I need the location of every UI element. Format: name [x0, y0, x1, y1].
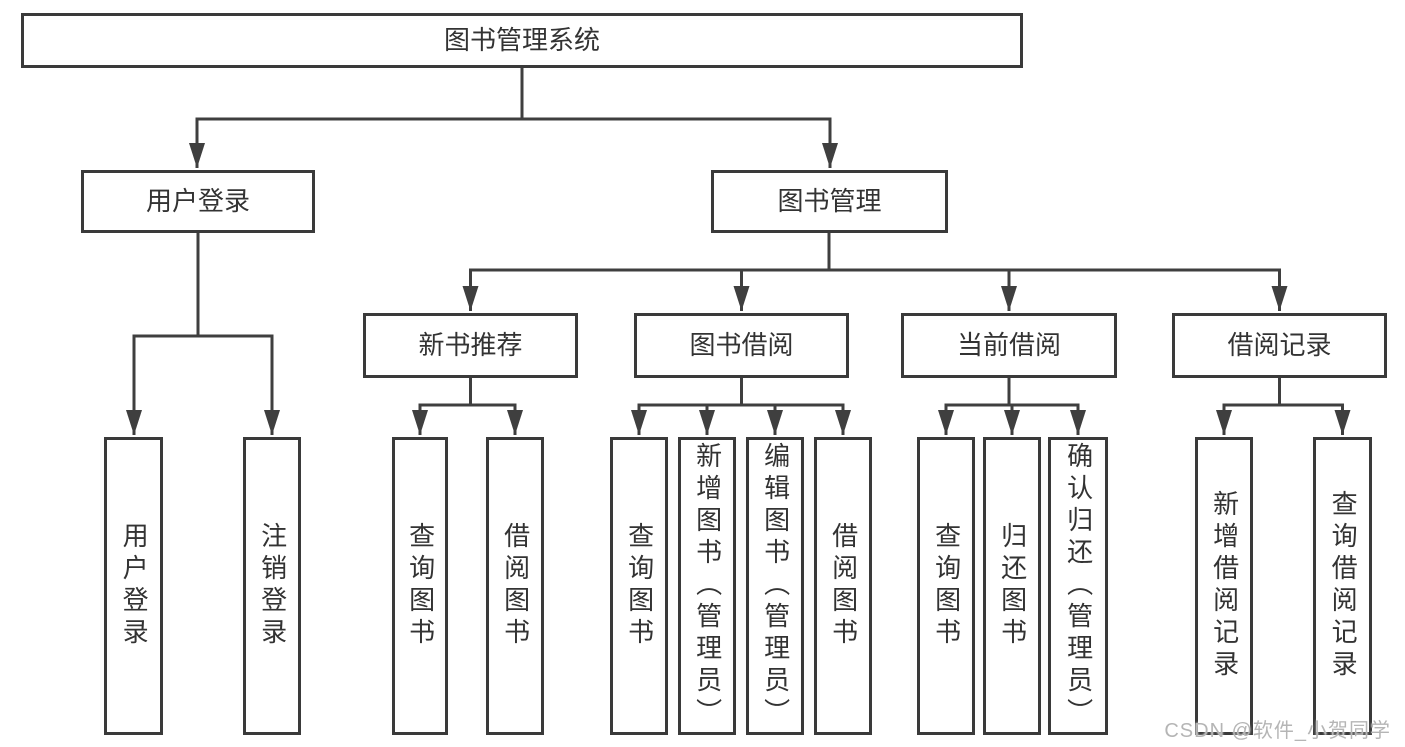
leaf-query-books-3: 查询图书 — [917, 437, 975, 735]
node-book-borrowing: 图书借阅 — [634, 313, 849, 378]
leaf-edit-books-admin: 编辑图书（管理员） — [746, 437, 804, 735]
leaf-borrow-books-1: 借阅图书 — [486, 437, 544, 735]
node-new-book-recommendation: 新书推荐 — [363, 313, 578, 378]
leaf-query-books-2: 查询图书 — [610, 437, 668, 735]
leaf-logout: 注销登录 — [243, 437, 301, 735]
leaf-add-books-admin: 新增图书（管理员） — [678, 437, 736, 735]
node-current-borrowing: 当前借阅 — [901, 313, 1117, 378]
node-library-management-system: 图书管理系统 — [21, 13, 1023, 68]
node-user-login: 用户登录 — [81, 170, 315, 233]
leaf-add-borrow-record: 新增借阅记录 — [1195, 437, 1253, 735]
node-borrowing-records: 借阅记录 — [1172, 313, 1387, 378]
leaf-user-login: 用户登录 — [104, 437, 163, 735]
watermark-csdn: CSDN @软件_小贺同学 — [1164, 720, 1391, 742]
leaf-confirm-return-admin: 确认归还（管理员） — [1048, 437, 1108, 735]
connector-trunks — [132, 68, 1344, 407]
node-book-management: 图书管理 — [711, 170, 948, 233]
leaf-return-books: 归还图书 — [983, 437, 1041, 735]
leaf-query-borrow-record: 查询借阅记录 — [1313, 437, 1372, 735]
leaf-query-books-1: 查询图书 — [392, 437, 448, 735]
leaf-borrow-books-2: 借阅图书 — [814, 437, 872, 735]
